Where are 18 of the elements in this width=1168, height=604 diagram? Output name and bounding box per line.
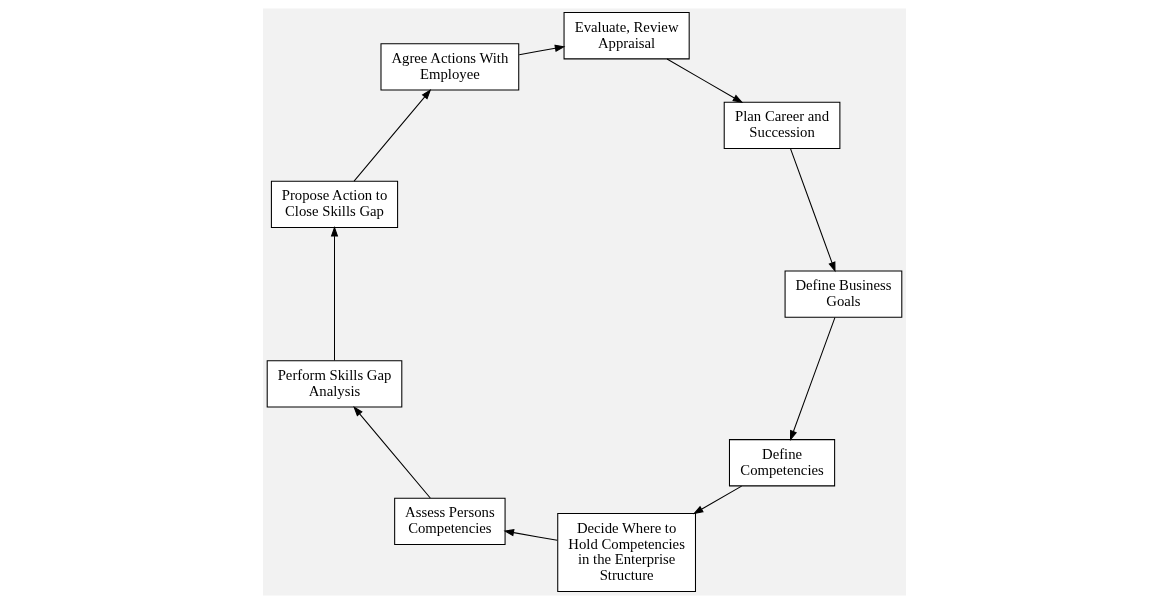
node-box: Define Competencies	[728, 439, 835, 487]
node-box: Plan Career and Succession	[723, 101, 840, 150]
node-box: Evaluate, Review Appraisal	[563, 12, 690, 60]
node-box: Agree Actions With Employee	[379, 43, 519, 91]
node-box: Decide Where to Hold Competencies in the Enterprise Structure	[556, 513, 696, 592]
node-box: Perform Skills Gap Analysis	[266, 360, 402, 408]
node-box: Define Business Goals	[784, 270, 902, 318]
node-box: Assess Persons Competencies	[393, 497, 506, 545]
arrow	[789, 317, 835, 441]
node-box: Propose Action to Close Skills Gap	[270, 180, 398, 229]
arrow	[353, 89, 431, 182]
arrow	[789, 148, 835, 273]
arrow	[692, 485, 742, 515]
arrow	[352, 406, 431, 499]
arrow	[503, 529, 558, 541]
arrow	[330, 225, 338, 361]
arrow	[666, 58, 743, 104]
arrow	[518, 44, 565, 56]
